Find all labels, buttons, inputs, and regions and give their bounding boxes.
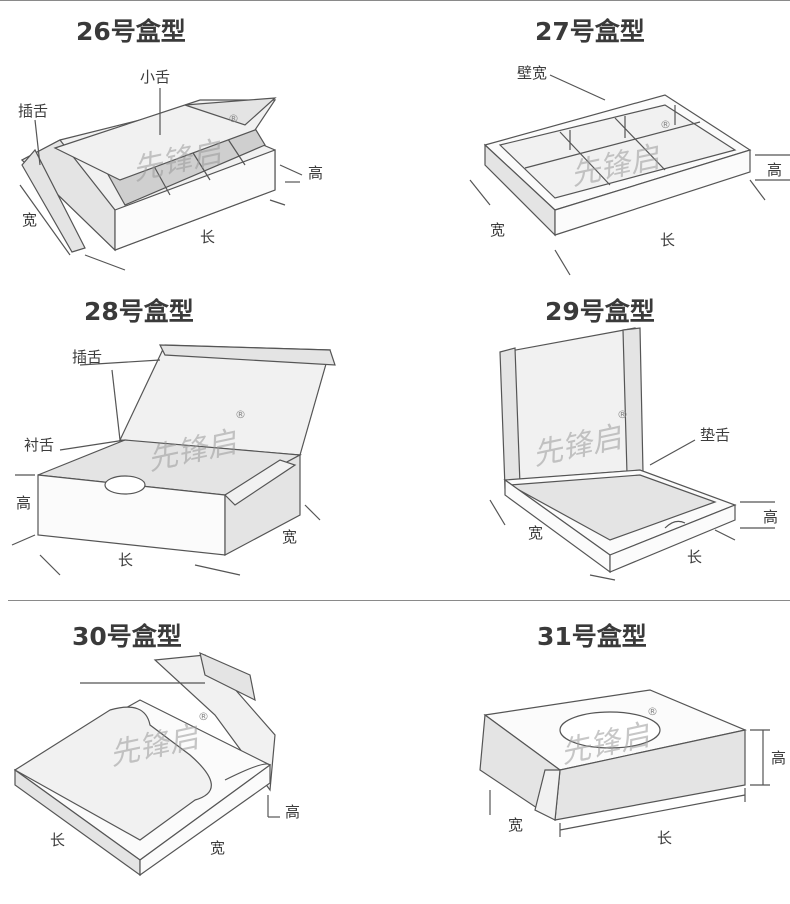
label-width: 宽: [508, 816, 523, 834]
label-length: 长: [687, 548, 702, 566]
box-type-30-title: 30号盒型: [72, 622, 182, 651]
label-length: 长: [657, 829, 672, 847]
label-length: 长: [660, 231, 675, 249]
box-type-28-diagram: 插舌 衬舌 高 宽 长 先锋启 ®: [11, 344, 336, 576]
watermark-mark: ®: [647, 705, 658, 718]
label-tongue-insert: 插舌: [72, 348, 102, 366]
box-type-31-diagram: 高 宽 长 先锋启 ®: [479, 689, 786, 847]
label-length: 长: [200, 228, 215, 246]
watermark-mark: ®: [228, 112, 239, 125]
box-type-26-diagram: 小舌 插舌 高 宽 长 先锋启 ®: [18, 68, 323, 271]
label-height: 高: [308, 164, 323, 182]
label-width: 宽: [210, 839, 225, 857]
label-tongue-small: 小舌: [140, 68, 170, 86]
box-type-27-diagram: 壁宽 高 宽 长 先锋启 ®: [469, 64, 790, 276]
label-length: 长: [118, 551, 133, 569]
box-type-30-diagram: 高 宽 长 先锋启 ®: [13, 651, 300, 877]
label-height: 高: [16, 494, 31, 512]
label-width: 宽: [490, 221, 505, 239]
label-tongue-lining: 衬舌: [24, 436, 54, 454]
box-type-31-title: 31号盒型: [537, 622, 647, 651]
label-width: 宽: [528, 524, 543, 542]
box-type-26-panel: 26号盒型 小舌 插舌 高 宽 长 先锋启 ®: [0, 0, 395, 300]
label-width: 宽: [22, 211, 37, 229]
watermark-mark: ®: [235, 408, 246, 421]
label-width: 宽: [282, 528, 297, 546]
label-length: 长: [50, 831, 65, 849]
label-height: 高: [771, 749, 786, 767]
box-type-29-diagram: 垫舌 高 宽 长 先锋启 ®: [489, 327, 778, 581]
box-type-28-panel: 28号盒型 插舌 衬舌 高 宽 长 先锋启 ®: [0, 290, 395, 600]
label-height: 高: [763, 508, 778, 526]
box-type-28-title: 28号盒型: [84, 297, 194, 326]
box-type-27-panel: 27号盒型 壁宽 高 宽 长 先锋启 ®: [395, 0, 790, 300]
box-type-30-panel: 30号盒型 高 宽 长 先锋启 ®: [0, 605, 395, 904]
label-tongue-insert: 插舌: [18, 102, 48, 120]
box-type-27-title: 27号盒型: [535, 17, 645, 46]
label-tongue-pad: 垫舌: [700, 426, 730, 444]
watermark-mark: ®: [198, 710, 209, 723]
top-divider: [0, 0, 790, 1]
box-type-26-title: 26号盒型: [76, 17, 186, 46]
label-height: 高: [767, 161, 782, 179]
box-type-29-title: 29号盒型: [545, 297, 655, 326]
box-type-31-panel: 31号盒型 高 宽 长 先锋启 ®: [395, 605, 790, 904]
box-type-29-panel: 29号盒型 垫舌 高 宽 长 先锋启 ®: [395, 290, 790, 600]
watermark-mark: ®: [617, 408, 628, 421]
label-height: 高: [285, 803, 300, 821]
watermark-mark: ®: [660, 118, 671, 131]
row-divider: [8, 600, 790, 601]
label-wall-width: 壁宽: [517, 64, 547, 82]
